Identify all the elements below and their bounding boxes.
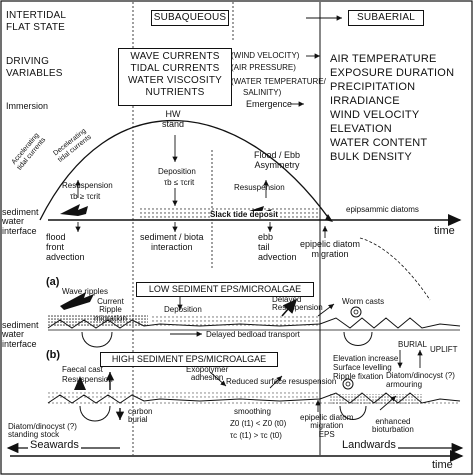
- panel-a-deposition-label: Deposition: [164, 305, 202, 314]
- subaerial-var-1: AIR TEMPERATURE: [330, 53, 437, 65]
- worm-casts-label: Worm casts: [342, 297, 385, 306]
- delayed-resuspension-label: Delayed Resuspension: [272, 295, 323, 313]
- variable-water-viscosity: WATER VISCOSITY: [127, 75, 223, 86]
- subaqueous-variables-box: WAVE CURRENTS TIDAL CURRENTS WATER VISCO…: [118, 48, 232, 106]
- panel-b-worm-cast-icon: [342, 378, 354, 390]
- faecal-cast-label: Faecal cast: [62, 365, 103, 374]
- flood-front-label: flood front advection: [46, 232, 85, 262]
- interface-label-top: sediment water interface: [2, 207, 39, 236]
- emergence-label: Emergence: [246, 99, 293, 109]
- subaerial-var-5: WIND VELOCITY: [330, 109, 420, 121]
- epipelic-eps-label: epipelic diatom migration EPS: [300, 413, 354, 439]
- subaerial-var-4: IRRADIANCE: [330, 95, 400, 107]
- tidal-curve: [39, 119, 331, 221]
- variable-nutrients: NUTRIENTS: [145, 87, 205, 98]
- bioturbation-arrow: [379, 395, 397, 411]
- time-label-bottom: time: [432, 459, 453, 471]
- resuspension-left-label: Resuspension: [62, 181, 113, 190]
- epipsammic-label: epipsammic diatoms: [346, 205, 419, 214]
- panel-b-biofilm: [48, 390, 320, 400]
- subaerial-var-2: EXPOSURE DURATION: [330, 67, 455, 79]
- wave-ripples-label: Wave ripples: [62, 287, 108, 296]
- panel-b-armour: [330, 394, 422, 404]
- panel-b-resuspension-label: Resuspension: [62, 375, 113, 384]
- subaqueous-box: SUBAQUEOUS: [151, 10, 229, 26]
- variable-tidal-currents: TIDAL CURRENTS: [130, 63, 220, 74]
- var-water-temp: (WATER TEMPERATURE/: [231, 77, 326, 86]
- driving-variables-label: DRIVING VARIABLES: [6, 56, 63, 79]
- epipelic-migration-label: epipelic diatom migration: [300, 239, 361, 259]
- carbon-burial-label: carbon burial: [128, 407, 153, 425]
- panel-a-title: LOW SEDIMENT EPS/MICROALGAE: [136, 282, 314, 297]
- panel-b-reduced-arrow: [269, 375, 283, 389]
- uplift-label: UPLIFT: [430, 345, 458, 354]
- panel-a-ripple-sediment: [48, 314, 148, 326]
- panel-a-worm-arrow: [317, 303, 335, 317]
- deposition-eq: τb ≤ τcrit: [164, 178, 195, 187]
- resuspension-right-label: Resuspension: [234, 183, 285, 192]
- panel-b-burrow-2: [339, 405, 367, 420]
- subaerial-var-8: BULK DENSITY: [330, 151, 412, 163]
- subaerial-var-3: PRECIPITATION: [330, 81, 416, 93]
- panel-a-label: (a): [46, 276, 60, 288]
- subaerial-box: SUBAERIAL: [348, 10, 424, 26]
- burial-label: BURIAL: [398, 340, 427, 349]
- smoothing-label: smoothing: [234, 407, 271, 416]
- delayed-bedload-label: Delayed bedload transport: [206, 330, 300, 339]
- ebb-tail-label: ebb tail advection: [258, 232, 297, 262]
- panel-a-resuspension-arrow: [281, 298, 298, 317]
- current-ripple-label: Current Ripple migration: [94, 297, 127, 323]
- z-eq-label: Z0 (t1) < Z0 (t0): [230, 419, 287, 428]
- tau-eq-label: τc (t1) > τc (t0): [230, 431, 282, 440]
- variable-wave-currents: WAVE CURRENTS: [130, 51, 220, 62]
- panel-a-burrow-2: [343, 331, 373, 346]
- faecal-cast-icon: [74, 376, 86, 390]
- var-salinity: SALINITY): [243, 88, 282, 97]
- panel-b-label: (b): [46, 349, 61, 361]
- diatom-armouring-label: Diatom/dinocyst (?) armouring: [386, 371, 455, 389]
- var-wind-velocity: (WIND VELOCITY): [231, 51, 300, 60]
- immersion-label: Immersion: [6, 101, 49, 111]
- flood-ebb-asymmetry-label: Flood / Ebb Asymmetry: [254, 150, 301, 171]
- descending-dashed-line: [359, 237, 431, 301]
- slack-tide-label: Slack tide deposit: [210, 210, 279, 219]
- intertidal-state-label: INTERTIDAL FLAT STATE: [6, 10, 67, 33]
- resuspension-left-eq: τb ≥ τcrit: [70, 192, 101, 201]
- seawards-label: Seawards: [28, 439, 81, 451]
- panel-b-title: HIGH SEDIMENT EPS/MICROALGAE: [100, 352, 278, 367]
- panel-a-burrow-1: [81, 331, 113, 348]
- sediment-biota-label: sediment / biota interaction: [140, 232, 204, 252]
- reduced-resuspension-label: Reduced surface resuspension: [226, 377, 337, 386]
- landwards-label: Landwards: [340, 439, 398, 451]
- time-label-top: time: [434, 225, 455, 237]
- hw-stand-label: HW stand: [162, 109, 185, 129]
- var-air-pressure: (AIR PRESSURE): [231, 63, 296, 72]
- subaerial-variables-list: AIR TEMPERATURE EXPOSURE DURATION PRECIP…: [330, 52, 454, 164]
- panel-b-burrow-1: [79, 405, 111, 422]
- deposition-label: Deposition: [158, 167, 196, 176]
- interface-label-a: sediment water interface: [2, 320, 39, 349]
- panel-a-ripple-arrow: [60, 292, 94, 310]
- panel-a-deposit: [150, 316, 320, 326]
- diatom-standing-label: Diatom/dinocyst (?) standing stock: [8, 422, 77, 440]
- elevation-increase-label: Elevation increase Surface levelling Rip…: [333, 354, 399, 381]
- exopolymer-label: Exopolymer adhesion: [186, 365, 229, 383]
- subaerial-var-7: WATER CONTENT: [330, 137, 428, 149]
- worm-cast-icon: [350, 306, 362, 318]
- enhanced-bioturbation-label: enhanced bioturbation: [372, 417, 414, 435]
- panel-b-exopolymer-arrow: [209, 371, 227, 387]
- flood-arrow: [60, 204, 88, 216]
- subaerial-var-6: ELEVATION: [330, 123, 392, 135]
